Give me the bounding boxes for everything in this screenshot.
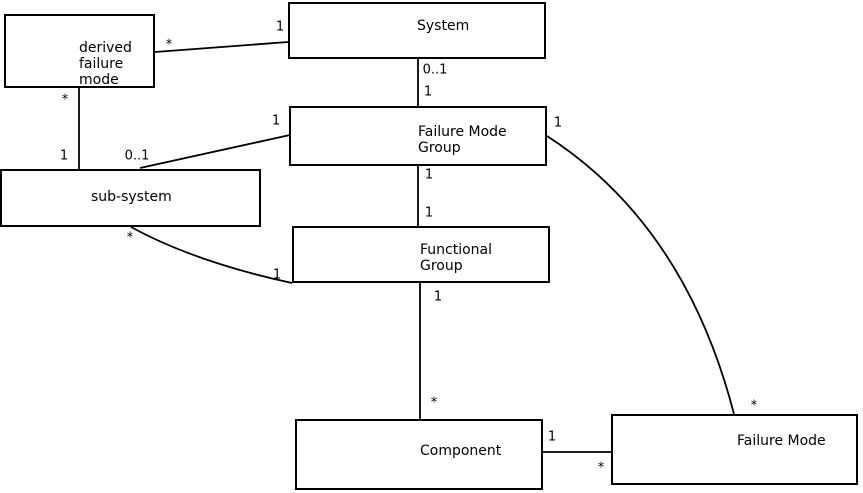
node-system: System (288, 2, 546, 59)
node-component: Component (295, 419, 543, 490)
node-label-line: Group (420, 258, 463, 274)
multiplicity-label-system-to-failure-mode-group: 0..1 (422, 62, 448, 78)
edge-failure-mode-group-to-sub-system (139, 134, 291, 169)
node-sub-system: sub-system (0, 169, 261, 227)
multiplicity-label-sub-system-to-functional-group: * (126, 230, 134, 246)
multiplicity-label-derived-failure-mode-to-sub-system: * (61, 92, 69, 108)
node-label-system: System (417, 18, 469, 34)
node-label-line: Group (418, 140, 461, 156)
node-label-line: Failure Mode (418, 124, 507, 140)
multiplicity-label-failure-mode-group-to-sub-system: 0..1 (124, 148, 150, 164)
multiplicity-label-system-to-derived-failure-mode: 1 (275, 19, 285, 35)
node-label-line: Component (420, 443, 502, 459)
multiplicity-label-functional-group-to-component: * (430, 395, 438, 411)
multiplicity-label-derived-failure-mode-to-sub-system: 1 (59, 148, 69, 164)
node-failure-mode: Failure Mode (611, 414, 858, 485)
multiplicity-label-sub-system-to-functional-group: 1 (272, 267, 282, 283)
multiplicity-label-failure-mode-group-to-failure-mode: 1 (553, 115, 563, 131)
multiplicity-label-component-to-failure-mode: 1 (547, 429, 557, 445)
node-label-line: Functional (420, 242, 493, 258)
node-label-line: Failure Mode (737, 433, 826, 449)
edge-failure-mode-group-to-failure-mode (546, 135, 735, 415)
node-label-component: Component (420, 443, 501, 459)
multiplicity-label-functional-group-to-component: 1 (433, 289, 443, 305)
multiplicity-label-component-to-failure-mode: * (597, 460, 605, 476)
node-label-line: derived (79, 40, 132, 56)
multiplicity-label-failure-mode-group-to-functional-group: 1 (424, 167, 434, 183)
multiplicity-label-failure-mode-group-to-sub-system: 1 (271, 113, 281, 129)
node-label-line: sub-system (91, 189, 172, 205)
edge-system-to-derived-failure-mode (154, 41, 289, 53)
node-label-line: System (417, 18, 470, 34)
node-label-sub-system: sub-system (91, 189, 172, 205)
edge-sub-system-to-functional-group (130, 226, 293, 284)
multiplicity-label-system-to-derived-failure-mode: * (165, 37, 173, 53)
multiplicity-label-system-to-failure-mode-group: 1 (423, 84, 433, 100)
node-label-line: mode (79, 72, 119, 88)
node-label-failure-mode: Failure Mode (737, 433, 826, 449)
multiplicity-label-failure-mode-group-to-failure-mode: * (750, 398, 758, 414)
node-label-line: failure (79, 56, 124, 72)
multiplicity-label-failure-mode-group-to-functional-group: 1 (424, 205, 434, 221)
